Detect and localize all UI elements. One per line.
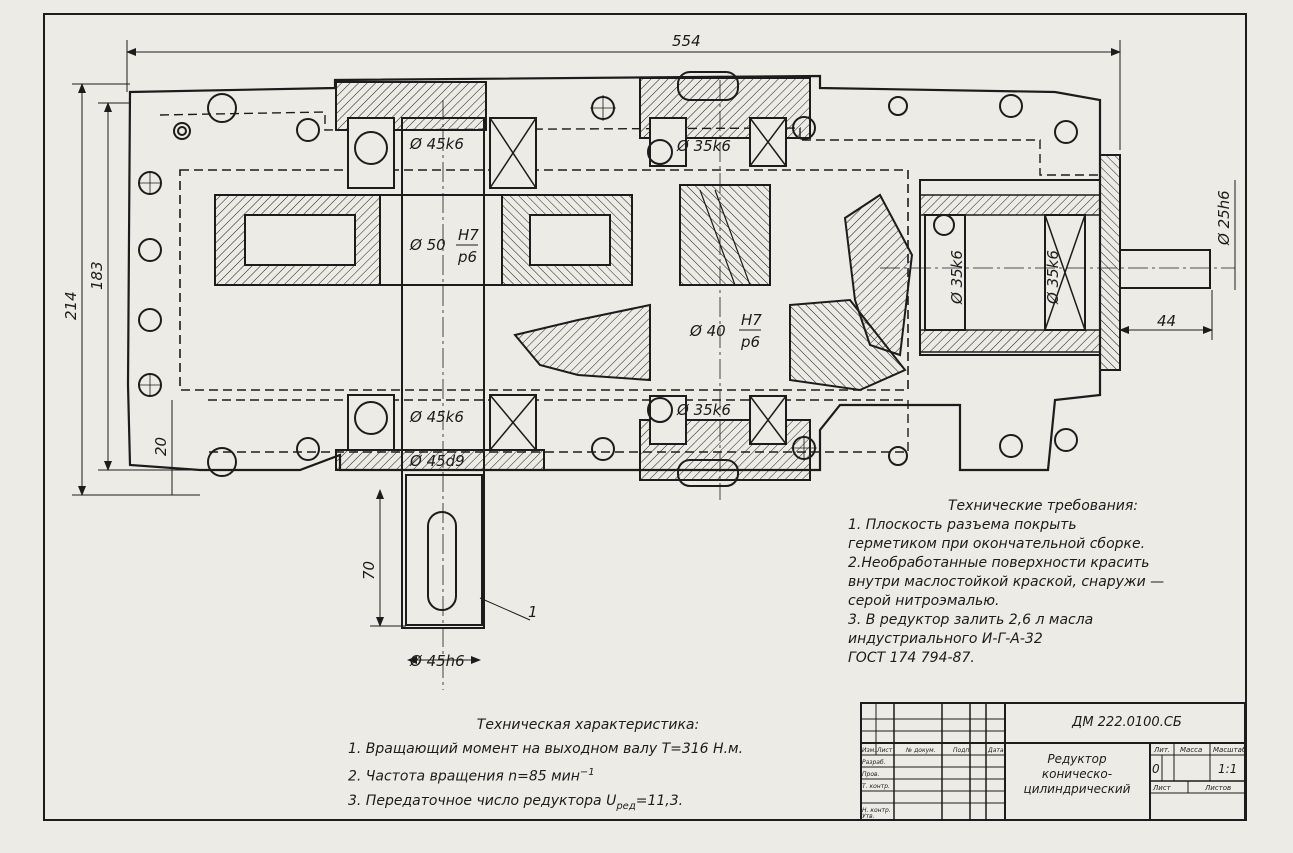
dim-bearing-upper-intermediate: Ø 35k6 (676, 137, 731, 155)
tech-char-line-2-sup: −1 (579, 767, 595, 778)
dim-bearing-input-right: Ø 35k6 (1044, 250, 1062, 305)
tech-characteristics: Техническая характеристика: 1. Вращающий… (348, 713, 828, 818)
tech-char-line-1: 1. Вращающий момент на выходном валу Т=3… (348, 741, 744, 757)
tech-requirements: Технические требования: 1. Плоскость раз… (848, 497, 1238, 668)
tb-row-utv: Утв. (862, 813, 875, 820)
tb-lit-label: Лит. (1153, 746, 1170, 754)
tech-req-line-3: 2.Необработанные поверхности красить (848, 555, 1150, 571)
dim-input-shaft-diameter: Ø 25h6 (1215, 190, 1233, 246)
dim-input-shaft-length: 44 (1157, 312, 1176, 330)
sheet-frame (43, 13, 1247, 821)
tech-char-line-3-tail: =11,3. (635, 792, 684, 809)
tech-req-line-6: 3. В редуктор залить 2,6 л масла (848, 612, 1094, 628)
tb-row-razrab: Разраб. (862, 759, 886, 766)
dim-bearing-lower-intermediate: Ø 35k6 (676, 401, 731, 419)
tb-mass-label: Масса (1180, 746, 1202, 754)
tech-req-line-2: герметиком при окончательной сборке. (848, 536, 1146, 552)
tb-lit-value: 0 (1152, 762, 1160, 776)
title-block-name-3: цилиндрический (1024, 782, 1131, 796)
dim-output-shaft-diameter: Ø 45h6 (409, 652, 465, 670)
bolt-holes (138, 93, 1078, 477)
tb-col-doc: № докум. (905, 747, 936, 754)
tech-char-line-3-text: 3. Передаточное число редуктора U (348, 792, 617, 809)
dim-bearing-input-left: Ø 35k6 (948, 250, 966, 305)
dim-seal-output: Ø 45d9 (409, 452, 465, 470)
part-callout-1: 1 (528, 603, 538, 621)
tb-row-nkontr: Н. контр. (862, 807, 891, 814)
tech-char-line-3-sub: ред (616, 800, 636, 812)
tech-req-line-8: ГОСТ 174 794-87. (848, 650, 975, 666)
dim-bearing-upper-output: Ø 45k6 (409, 135, 464, 153)
dim-overall-length: 554 (672, 32, 701, 50)
tb-col-date: Дата (987, 747, 1004, 754)
tech-char-line-3: 3. Передаточное число редуктора Uред=11,… (348, 789, 828, 819)
dim-frame-height: 183 (88, 261, 106, 290)
tb-sheet-label: Лист (1152, 784, 1172, 792)
tb-scale-value: 1:1 (1218, 762, 1237, 776)
dim-gear-fit-intermediate-den: p6 (740, 333, 760, 351)
input-shaft (880, 154, 1235, 371)
tech-characteristics-title: Техническая характеристика: (476, 717, 700, 733)
output-gear (214, 194, 633, 286)
dim-base-thickness: 20 (152, 437, 170, 456)
tech-char-line-2: 2. Частота вращения n=85 мин−1 (348, 761, 828, 789)
tb-row-prov: Пров. (862, 771, 880, 778)
title-block-name-1: Редуктор (1047, 752, 1107, 766)
tech-req-line-5: серой нитроэмалью. (848, 593, 1000, 609)
dim-gear-fit-output-num: H7 (458, 226, 479, 244)
dimension-lines (72, 40, 1236, 664)
title-block-designation: ДМ 222.0100.СБ (1071, 715, 1182, 730)
title-block-grid (860, 702, 1246, 821)
tech-req-line-7: индустриального И-Г-А-32 (848, 631, 1043, 647)
tech-req-line-4: внутри маслостойкой краской, снаружи — (848, 574, 1165, 590)
dim-gear-fit-output-den: p6 (457, 248, 477, 266)
tb-sheets-label: Листов (1204, 784, 1231, 792)
tb-row-tkontr: Т. контр. (862, 783, 890, 790)
tb-col-list: Лист (876, 747, 893, 754)
dim-gear-fit-output: Ø 50 (409, 236, 446, 254)
dim-bearing-lower-output: Ø 45k6 (409, 408, 464, 426)
output-shaft (335, 81, 545, 690)
dim-output-shaft-length: 70 (360, 561, 378, 580)
tb-scale-label: Масштаб (1213, 746, 1247, 754)
tech-req-line-1: 1. Плоскость разъема покрыть (848, 517, 1077, 533)
tech-requirements-title: Технические требования: (948, 498, 1138, 514)
intermediate-shaft (639, 71, 811, 500)
dim-overall-height: 214 (62, 291, 80, 320)
dim-gear-fit-intermediate-num: H7 (741, 311, 762, 329)
tb-col-izm: Изм. (862, 747, 876, 754)
dim-gear-fit-intermediate: Ø 40 (689, 322, 726, 340)
tech-char-line-2-text: 2. Частота вращения n=85 мин (348, 768, 580, 785)
title-block-name-2: коническо- (1042, 767, 1112, 781)
tb-col-sign: Подп. (953, 747, 971, 754)
bevel-gears (513, 193, 914, 392)
